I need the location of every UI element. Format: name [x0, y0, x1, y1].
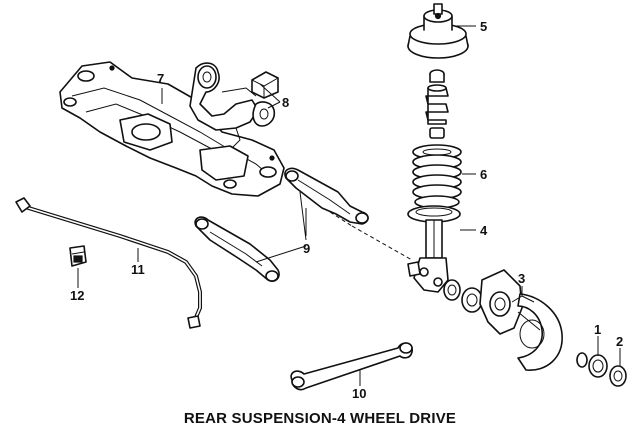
callout-4: 4 [480, 223, 488, 238]
lateral-link-upper [284, 167, 369, 225]
callout-7: 7 [157, 71, 164, 86]
hub-seal [609, 365, 627, 387]
coil-spring [412, 144, 462, 209]
callout-3: 3 [518, 271, 525, 286]
crossmember [59, 61, 285, 197]
callout-9: 9 [303, 241, 310, 256]
jounce-bumper [429, 127, 445, 139]
callout-6: 6 [480, 167, 487, 182]
bushing [69, 245, 87, 267]
callout-12: 12 [70, 288, 84, 303]
wheel-bearing [576, 352, 608, 378]
bump-stop [429, 69, 445, 83]
strut-assembly [407, 205, 461, 293]
leader-lines [77, 25, 621, 386]
strut-mount [407, 3, 469, 59]
lower-control-rod [290, 342, 413, 391]
callout-11: 11 [131, 262, 145, 277]
callout-5: 5 [480, 19, 487, 34]
hub-knuckle-assembly [443, 269, 563, 371]
callout-10: 10 [352, 386, 366, 401]
mount-brackets [189, 62, 279, 149]
stabilizer-bar [15, 197, 202, 329]
callout-labels: 5 6 4 7 8 9 3 1 2 10 11 12 [70, 19, 623, 401]
callout-1: 1 [594, 322, 601, 337]
callout-2: 2 [616, 334, 623, 349]
diagram-caption: REAR SUSPENSION-4 WHEEL DRIVE [183, 410, 457, 427]
callout-8: 8 [282, 95, 289, 110]
trailing-link-lower [194, 216, 280, 283]
dust-boot [425, 84, 449, 125]
